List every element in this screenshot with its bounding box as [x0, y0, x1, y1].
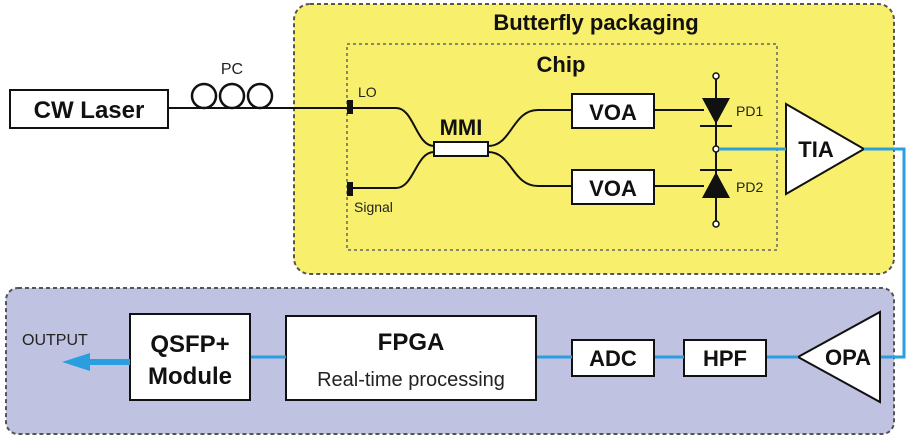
pd-top-terminal: [712, 72, 720, 80]
pd2-label: PD2: [736, 179, 763, 195]
pd-bottom-terminal: [712, 220, 720, 228]
pd1-label: PD1: [736, 103, 763, 119]
output-label: OUTPUT: [22, 332, 88, 349]
qsfp-module-block: [129, 313, 251, 401]
fpga-sublabel: Real-time processing: [317, 369, 505, 391]
pd2-diode-symbol: [700, 169, 732, 198]
cw-laser-box: [9, 89, 169, 129]
butterfly-packaging-label: Butterfly packaging: [493, 10, 698, 35]
voa1-block: [571, 93, 655, 129]
mmi-upper-output: [487, 109, 572, 147]
cw-laser-label: CW Laser: [34, 97, 145, 124]
polarization-controller: [190, 82, 274, 110]
pc-label: PC: [221, 61, 243, 78]
hpf-label: HPF: [703, 346, 747, 371]
mmi-lower-output: [487, 151, 572, 187]
mmi-block: [433, 141, 489, 157]
voa2-block: [571, 169, 655, 205]
signal-label: Signal: [354, 199, 393, 215]
qsfp-label-line1: QSFP+: [150, 331, 229, 358]
adc-label: ADC: [589, 346, 637, 371]
mmi-label: MMI: [440, 115, 483, 140]
tia-label: TIA: [798, 137, 834, 162]
fpga-block: [285, 315, 537, 401]
signal-port: [347, 182, 353, 196]
output-arrow: [62, 353, 130, 371]
voa1-label: VOA: [589, 100, 637, 125]
fpga-label: FPGA: [378, 329, 445, 356]
voa2-label: VOA: [589, 176, 637, 201]
butterfly-packaging-box: [293, 3, 895, 275]
tia-to-opa-line: [864, 147, 906, 359]
signal-waveguide: [353, 151, 435, 189]
pd-midpoint-node: [712, 145, 720, 153]
lo-port: [347, 100, 353, 114]
chip-label: Chip: [537, 52, 586, 77]
hpf-block: [683, 339, 767, 377]
lo-waveguide: [353, 107, 435, 147]
pd1-diode-symbol: [700, 98, 732, 127]
opa-label: OPA: [825, 345, 871, 370]
qsfp-label-line2: Module: [148, 363, 232, 390]
opa-triangle: [795, 310, 881, 404]
lo-label: LO: [358, 84, 377, 100]
